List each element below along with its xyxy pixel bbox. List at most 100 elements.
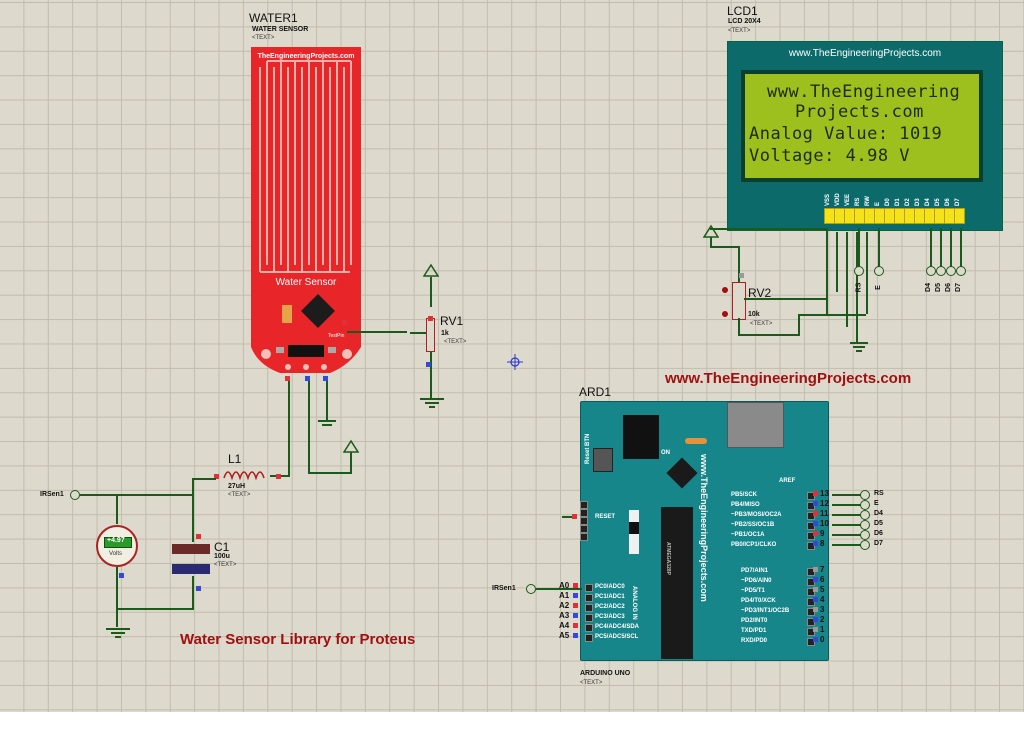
capacitor-c1[interactable] xyxy=(172,542,212,578)
analog-pin-name: PC3/ADC3 xyxy=(595,614,625,620)
arduino-uno-board[interactable]: ATMEGA328P Reset BTN ON www.TheEngineeri… xyxy=(580,401,829,661)
digital-pin-marker xyxy=(813,607,818,612)
rv1-potentiometer[interactable] xyxy=(410,263,490,398)
voltmeter[interactable]: +4.97 Volts xyxy=(96,525,138,567)
analog-pin-name: PC4/ADC4/SDA xyxy=(595,624,640,630)
schematic-canvas[interactable]: WATER1 WATER SENSOR <TEXT> T xyxy=(0,0,1024,712)
capacitor-ref: C1 xyxy=(214,540,230,554)
wire xyxy=(836,232,838,292)
terminal-node[interactable] xyxy=(860,530,870,540)
terminal-node[interactable] xyxy=(860,510,870,520)
lcd-terminal-label: D5 xyxy=(934,283,942,292)
digital-pin-name: ~PD6/AIN0 xyxy=(741,578,772,584)
lcd-terminal-label: D7 xyxy=(954,283,962,292)
terminal-node[interactable] xyxy=(854,266,864,276)
lcd-pin-label: E xyxy=(875,201,881,206)
digital-pin-number: 12 xyxy=(820,499,829,508)
digital-header-pin[interactable] xyxy=(807,608,815,616)
digital-pin-name: PB0/ICP1/CLKO xyxy=(731,542,777,548)
terminal-node[interactable] xyxy=(860,520,870,530)
digital-pin-number: 8 xyxy=(820,539,825,548)
analog-pin-label: A1 xyxy=(559,591,570,600)
digital-pin-name: ~PB2/SS/OC1B xyxy=(731,522,775,528)
terminal-node[interactable] xyxy=(874,266,884,276)
analog-header-pin[interactable] xyxy=(585,604,593,612)
digital-header-pin[interactable] xyxy=(807,512,815,520)
digital-header-pin[interactable] xyxy=(807,542,815,550)
analog-pin-label: A5 xyxy=(559,631,570,640)
lcd-terminal-label: RS xyxy=(855,282,863,293)
chip-label: ATMEGA328P xyxy=(665,542,671,575)
voltmeter-unit: Volts xyxy=(109,551,123,557)
terminal-node[interactable] xyxy=(926,266,936,276)
terminal-node[interactable] xyxy=(936,266,946,276)
terminal-node[interactable] xyxy=(946,266,956,276)
wire xyxy=(405,331,407,333)
digital-pin-marker xyxy=(813,637,818,642)
wire xyxy=(832,494,862,496)
digital-pin-marker xyxy=(813,531,818,536)
water-sensor-board xyxy=(251,47,361,373)
on-label: ON xyxy=(661,450,670,456)
lcd-line-4: Voltage: 4.98 V xyxy=(749,146,911,166)
inductor-coil-icon[interactable] xyxy=(222,466,272,482)
digital-header-pin[interactable] xyxy=(807,492,815,500)
digital-header-pin[interactable] xyxy=(807,598,815,606)
analog-header-pin[interactable] xyxy=(585,594,593,602)
terminal-node[interactable] xyxy=(70,490,80,500)
analog-header-pin[interactable] xyxy=(585,614,593,622)
wire xyxy=(308,381,310,473)
digital-header-pin[interactable] xyxy=(807,578,815,586)
digital-pin-number: 1 xyxy=(820,625,825,634)
analog-header-pin[interactable] xyxy=(585,624,593,632)
water-sensor-component[interactable]: TheEngineeringProjects.com Water Sensor … xyxy=(250,47,362,377)
terminal-node[interactable] xyxy=(956,266,966,276)
digital-header-pin[interactable] xyxy=(807,638,815,646)
output-terminal-label: D6 xyxy=(874,530,883,537)
digital-pin-name: ~PB1/OC1A xyxy=(731,532,765,538)
digital-header-pin[interactable] xyxy=(807,532,815,540)
lcd-pin-label: D4 xyxy=(925,198,931,206)
digital-header-pin[interactable] xyxy=(807,522,815,530)
terminal-node[interactable] xyxy=(860,500,870,510)
rv2-pin-marker xyxy=(739,273,744,278)
analog-pin-marker xyxy=(573,633,578,638)
arduino-vertical-url: www.TheEngineeringProjects.com xyxy=(699,454,709,602)
arduino-type: ARDUINO UNO xyxy=(580,670,631,677)
analog-pin-marker xyxy=(573,613,578,618)
lcd-terminal-label: E xyxy=(874,285,882,290)
digital-header-pin[interactable] xyxy=(807,568,815,576)
wire xyxy=(288,381,290,476)
reset-btn-label: Reset BTN xyxy=(585,433,591,464)
analog-pin-marker xyxy=(573,593,578,598)
wire xyxy=(326,381,328,421)
wire xyxy=(192,478,216,480)
digital-header-pin[interactable] xyxy=(807,502,815,510)
digital-pin-number: 10 xyxy=(820,519,829,528)
analog-pin-name: PC5/ADC5/SCL xyxy=(595,634,639,640)
analog-header-pin[interactable] xyxy=(585,584,593,592)
digital-pin-marker xyxy=(813,617,818,622)
water-sensor-pin-marker xyxy=(342,320,347,325)
analog-header-pin[interactable] xyxy=(585,634,593,642)
analog-pin-marker xyxy=(573,623,578,628)
digital-pin-number: 0 xyxy=(820,635,825,644)
rv2-potentiometer[interactable] xyxy=(732,282,746,320)
voltmeter-pin-marker xyxy=(119,573,124,578)
digital-header-pin[interactable] xyxy=(807,588,815,596)
digital-header-pin[interactable] xyxy=(807,628,815,636)
lcd-pin[interactable] xyxy=(954,208,965,224)
terminal-node[interactable] xyxy=(860,490,870,500)
inductor-value: 27uH xyxy=(228,483,246,490)
digital-header-pin[interactable] xyxy=(807,618,815,626)
terminal-node[interactable] xyxy=(860,540,870,550)
digital-pin-number: 7 xyxy=(820,565,825,574)
digital-pin-marker xyxy=(813,501,818,506)
lcd-module[interactable]: www.TheEngineeringProjects.com www.TheEn… xyxy=(727,41,1003,231)
wire xyxy=(960,228,962,268)
terminal-node[interactable] xyxy=(526,584,536,594)
wire xyxy=(832,544,862,546)
reset-button[interactable] xyxy=(593,448,613,472)
digital-pin-name: RXD/PD0 xyxy=(741,638,768,644)
water-sensor-pin-marker xyxy=(323,376,328,381)
